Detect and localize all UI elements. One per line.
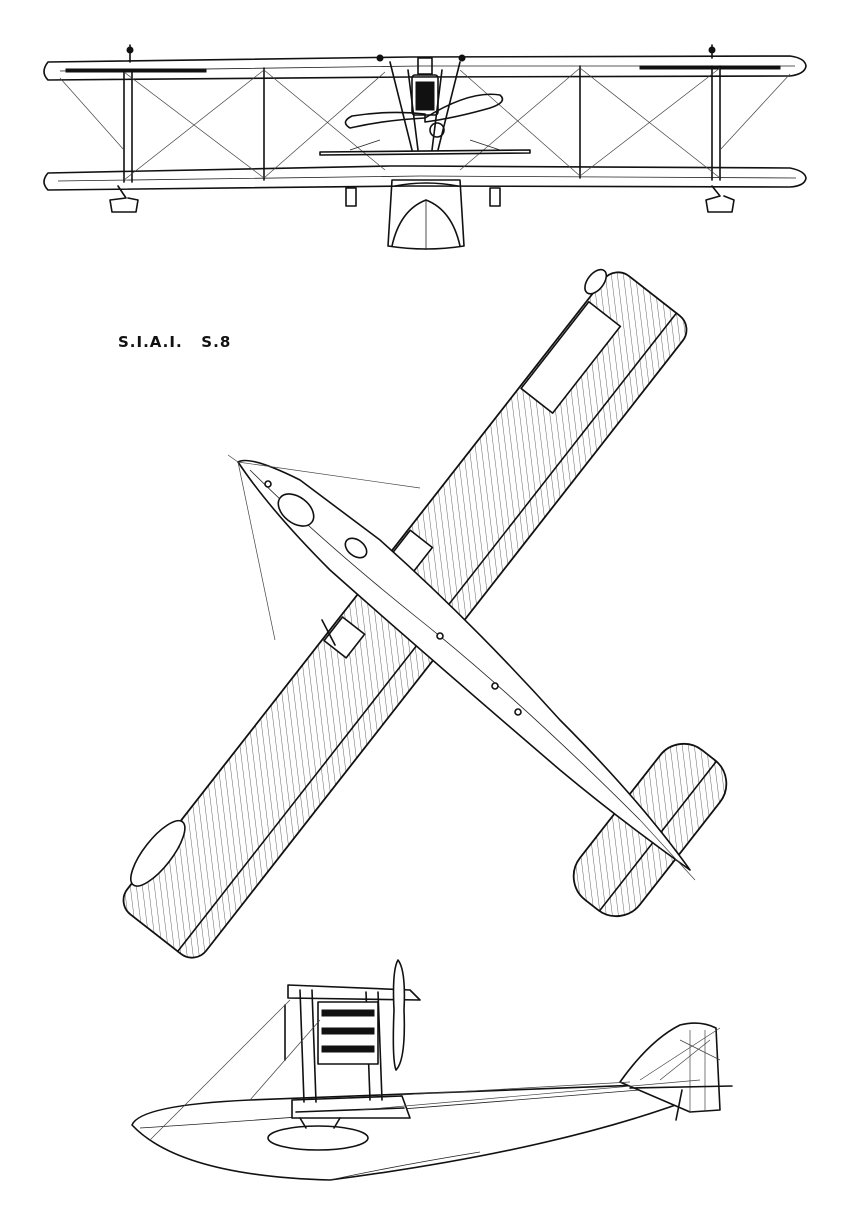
side-tail-fin	[619, 1022, 721, 1113]
front-propeller	[344, 93, 504, 138]
side-view	[131, 959, 733, 1181]
front-engine	[389, 57, 461, 151]
front-lower-wing	[43, 165, 807, 191]
aircraft-title: S.I.A.I. S.8	[118, 333, 232, 351]
plan-aileron-right	[520, 300, 622, 414]
plan-float-left	[130, 819, 186, 887]
front-hull	[387, 179, 465, 250]
side-hull	[131, 1077, 719, 1181]
front-aileron-right	[639, 65, 781, 70]
side-propeller	[392, 959, 406, 1071]
side-bracing-wires	[149, 999, 701, 1141]
side-float	[267, 1125, 369, 1151]
plan-view	[122, 268, 728, 959]
front-view	[43, 44, 807, 250]
side-engine	[284, 1001, 379, 1065]
front-interplane-struts	[123, 65, 721, 183]
side-lower-wing	[291, 1095, 411, 1119]
front-upper-wing	[43, 55, 807, 81]
plan-bracing-wires	[227, 454, 696, 881]
side-upper-wing	[287, 984, 421, 1001]
front-wing-floats	[109, 185, 735, 213]
front-aileron-left	[65, 68, 207, 73]
plan-cockpit-front	[277, 493, 315, 527]
front-bracing-wires	[59, 67, 791, 181]
